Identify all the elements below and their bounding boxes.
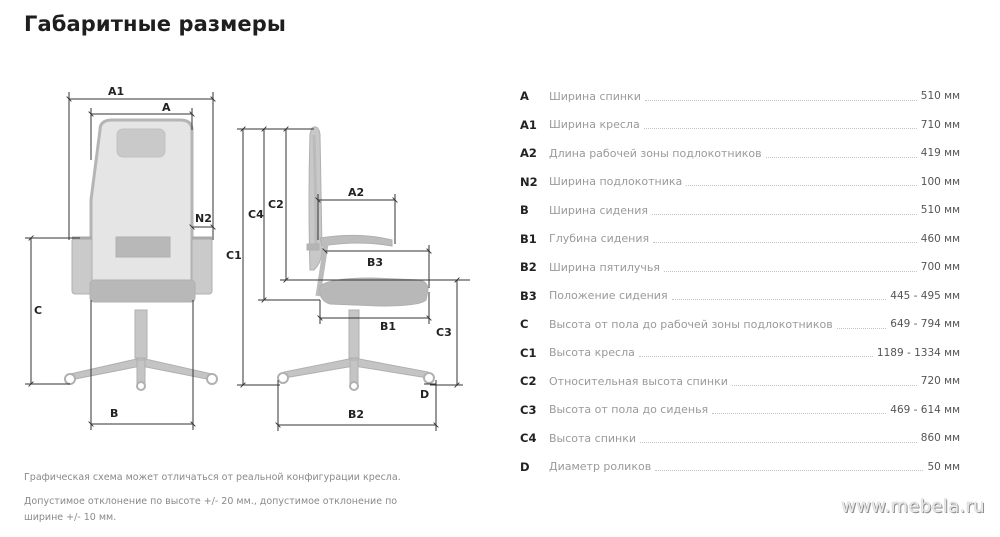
front-view-chair — [64, 118, 218, 391]
spec-code: B3 — [520, 288, 537, 303]
spec-name: Ширина пятилучья — [549, 260, 660, 274]
spec-value: 649 - 794 мм — [890, 318, 960, 331]
spec-value: 860 мм — [920, 432, 960, 445]
spec-code: C4 — [520, 431, 537, 446]
spec-row: C3 Высота от пола до сиденья 469 - 614 мм — [520, 396, 960, 425]
spec-value: 445 - 495 мм — [890, 289, 960, 302]
scheme-note: Графическая схема может отличаться от ре… — [24, 472, 401, 483]
spec-leader-dots — [643, 128, 917, 130]
label-a: A — [162, 101, 171, 114]
spec-value: 1189 - 1334 мм — [876, 346, 960, 359]
spec-row: C Высота от пола до рабочей зоны подлокот… — [520, 310, 960, 339]
spec-name: Глубина сидения — [549, 232, 650, 246]
spec-leader-dots — [644, 99, 917, 101]
spec-code: B2 — [520, 260, 537, 275]
label-b: B — [110, 407, 118, 420]
spec-code: B1 — [520, 231, 537, 246]
spec-leader-dots — [765, 156, 917, 158]
spec-leader-dots — [640, 441, 917, 443]
spec-code: A1 — [520, 117, 537, 132]
spec-value: 720 мм — [920, 375, 960, 388]
spec-value: 100 мм — [920, 175, 960, 188]
spec-name: Ширина сидения — [549, 203, 648, 217]
label-b2: B2 — [348, 408, 364, 421]
spec-name: Высота от пола до сиденья — [549, 403, 709, 417]
spec-code: D — [520, 459, 530, 474]
tolerance-note: Допустимое отклонение по высоте +/- 20 м… — [24, 496, 398, 523]
spec-value: 50 мм — [927, 460, 960, 473]
spec-leader-dots — [712, 413, 887, 415]
spec-code: A — [520, 89, 529, 104]
spec-name: Длина рабочей зоны подлокотников — [549, 146, 762, 160]
label-c3: C3 — [436, 326, 452, 339]
spec-row: B1 Глубина сидения 460 мм — [520, 225, 960, 254]
specs-list: A Ширина спинки 510 мм A1 Ширина кресла 710 м… — [520, 82, 960, 481]
chair-dimensions-diagram: A1 A N2 C B C4 C2 C1 A2 B3 B1 C3 D B2 — [25, 85, 470, 431]
spec-name: Положение сидения — [549, 289, 668, 303]
spec-row: A2 Длина рабочей зоны подлокотников 419 мм — [520, 139, 960, 168]
page-title: Габаритные размеры — [24, 12, 286, 36]
spec-leader-dots — [836, 327, 887, 329]
label-c2: C2 — [268, 198, 284, 211]
label-c4: C4 — [248, 208, 264, 221]
spec-value: 700 мм — [920, 261, 960, 274]
spec-row: A1 Ширина кресла 710 мм — [520, 111, 960, 140]
spec-name: Ширина спинки — [549, 89, 641, 103]
label-a2: A2 — [348, 186, 364, 199]
spec-code: B — [520, 203, 529, 218]
spec-code: C — [520, 317, 529, 332]
spec-code: A2 — [520, 146, 537, 161]
spec-row: A Ширина спинки 510 мм — [520, 82, 960, 111]
spec-value: 469 - 614 мм — [890, 403, 960, 416]
label-a1: A1 — [108, 85, 124, 98]
label-b3: B3 — [367, 256, 383, 269]
side-view-dimension-lines — [237, 126, 470, 431]
spec-leader-dots — [655, 470, 924, 472]
spec-row: B3 Положение сидения 445 - 495 мм — [520, 282, 960, 311]
spec-value: 460 мм — [920, 232, 960, 245]
spec-code: C3 — [520, 402, 537, 417]
spec-leader-dots — [731, 384, 917, 386]
spec-leader-dots — [638, 356, 873, 358]
spec-row: C1 Высота кресла 1189 - 1334 мм — [520, 339, 960, 368]
spec-name: Относительная высота спинки — [549, 374, 728, 388]
spec-leader-dots — [653, 242, 917, 244]
spec-row: N2 Ширина подлокотника 100 мм — [520, 168, 960, 197]
spec-name: Ширина подлокотника — [549, 175, 683, 189]
spec-leader-dots — [686, 185, 917, 187]
watermark: www.mebela.ru — [841, 496, 985, 517]
label-c1: C1 — [226, 249, 242, 262]
spec-row: B Ширина сидения 510 мм — [520, 196, 960, 225]
label-n2: N2 — [195, 212, 212, 225]
spec-row: C2 Относительная высота спинки 720 мм — [520, 367, 960, 396]
spec-row: C4 Высота спинки 860 мм — [520, 424, 960, 453]
front-view-dimension-lines — [25, 92, 216, 430]
spec-leader-dots — [652, 213, 917, 215]
spec-name: Ширина кресла — [549, 118, 640, 132]
spec-name: Высота кресла — [549, 346, 635, 360]
spec-name: Высота спинки — [549, 431, 637, 445]
spec-leader-dots — [663, 270, 917, 272]
spec-value: 419 мм — [920, 147, 960, 160]
label-c: C — [34, 304, 42, 317]
label-b1: B1 — [380, 320, 396, 333]
spec-value: 510 мм — [920, 204, 960, 217]
spec-code: C1 — [520, 345, 537, 360]
spec-code: N2 — [520, 174, 538, 189]
spec-row: B2 Ширина пятилучья 700 мм — [520, 253, 960, 282]
spec-value: 710 мм — [920, 118, 960, 131]
spec-name: Высота от пола до рабочей зоны подлокотн… — [549, 317, 833, 331]
spec-row: D Диаметр роликов 50 мм — [520, 453, 960, 482]
spec-code: C2 — [520, 374, 537, 389]
label-d: D — [420, 388, 429, 401]
spec-value: 510 мм — [920, 90, 960, 103]
spec-leader-dots — [671, 299, 887, 301]
spec-name: Диаметр роликов — [549, 460, 652, 474]
side-view-chair — [277, 126, 435, 391]
